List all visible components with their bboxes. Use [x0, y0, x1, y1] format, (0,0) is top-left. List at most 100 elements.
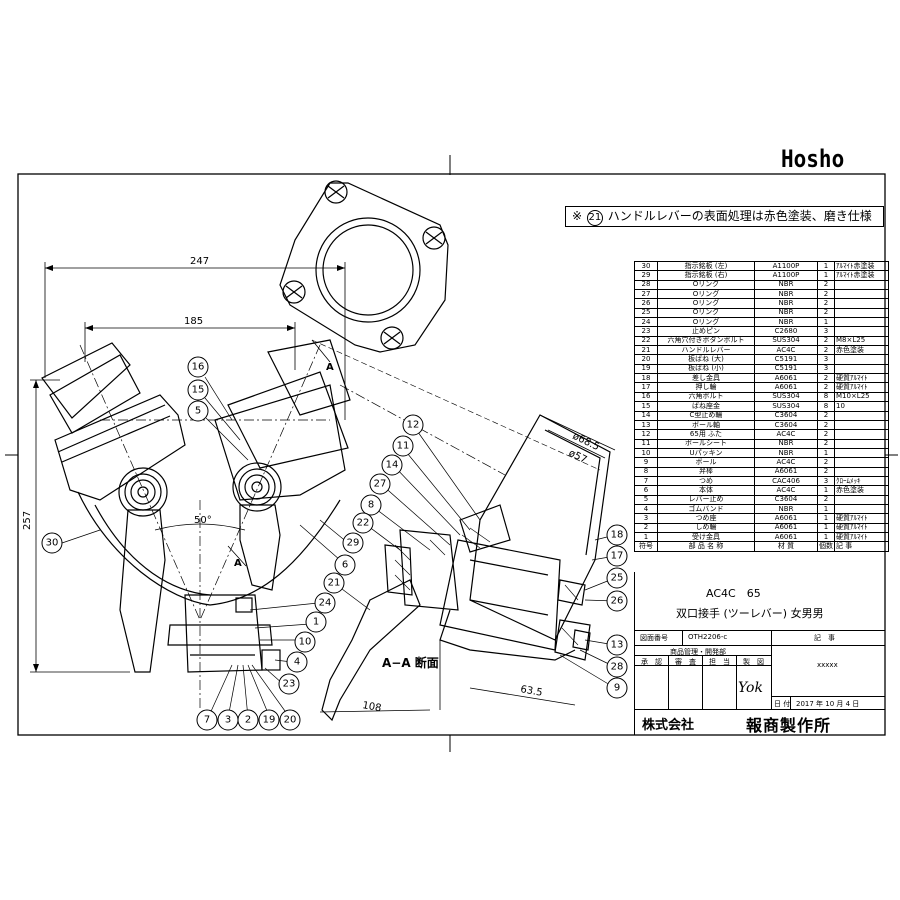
drawing-no: OTH2206-c	[688, 633, 728, 641]
parts-cell-material: AC4C	[754, 345, 818, 356]
parts-cell-material: AC4C	[754, 485, 818, 496]
parts-cell-name: 指示銘板 (左)	[657, 260, 755, 272]
parts-cell-qty: 3	[817, 354, 835, 365]
approve-label: 承 認	[641, 658, 662, 666]
parts-cell-material: AC4C	[754, 457, 818, 468]
callout-25: 25	[611, 573, 624, 584]
parts-cell-remark	[834, 457, 889, 468]
callout-9: 9	[614, 683, 620, 694]
parts-cell-name: つめ座	[657, 513, 755, 524]
dimension-lines	[30, 262, 346, 673]
parts-cell-no: 12	[634, 429, 658, 440]
parts-cell-remark: ｱﾙﾏｲﾄ赤塗装	[834, 260, 889, 272]
callout-10: 10	[299, 637, 312, 648]
parts-cell-qty: 1	[817, 317, 835, 328]
parts-cell-no: 28	[634, 279, 658, 291]
dim-257: 257	[22, 511, 33, 530]
company-name: 報商製作所	[746, 716, 832, 735]
parts-cell-name: ゴムバンド	[657, 503, 755, 515]
parts-cell-material: NBR	[754, 289, 818, 300]
parts-cell-name: 受け金具	[657, 531, 755, 543]
parts-cell-name: Uパッキン	[657, 447, 755, 459]
parts-cell-name: ばね座金	[657, 401, 755, 412]
parts-cell-material: A6061	[754, 373, 818, 384]
dim-angle-50: 50°	[194, 515, 212, 526]
parts-cell-material: NBR	[754, 503, 818, 515]
parts-cell-material: C3604	[754, 410, 818, 421]
callout-8: 8	[368, 500, 374, 511]
title-product-name: 双口接手 (ツーレバー) 女男男	[676, 607, 824, 620]
parts-cell-qty: 個数	[817, 541, 835, 552]
parts-cell-remark	[834, 503, 889, 515]
callout-4: 4	[294, 657, 300, 668]
parts-cell-material: A1100P	[754, 260, 818, 272]
parts-cell-no: 16	[634, 391, 658, 403]
section-hatching	[394, 527, 579, 646]
front-view-assembly	[41, 339, 351, 673]
callout-20: 20	[284, 715, 297, 726]
parts-cell-no: 8	[634, 466, 658, 477]
parts-cell-no: 7	[634, 475, 658, 487]
callout-6: 6	[342, 560, 348, 571]
parts-cell-qty: 2	[817, 345, 835, 356]
callout-22: 22	[357, 518, 370, 529]
parts-cell-name: つめ	[657, 475, 755, 487]
callout-2: 2	[245, 715, 251, 726]
parts-cell-material: NBR	[754, 447, 818, 459]
parts-cell-name: Oリング	[657, 307, 755, 319]
parts-cell-remark: 硬質ｱﾙﾏｲﾄ	[834, 522, 889, 533]
parts-cell-remark	[834, 307, 889, 319]
parts-cell-remark: M8×L25	[834, 335, 889, 347]
parts-cell-name: Oリング	[657, 317, 755, 328]
section-mark-a-top: A	[326, 362, 334, 373]
parts-cell-no: 17	[634, 382, 658, 393]
parts-cell-no: 21	[634, 345, 658, 356]
notes-label: 記 事	[814, 634, 835, 642]
parts-cell-name: レバー止め	[657, 494, 755, 505]
flange-outline	[279, 180, 449, 353]
callout-13: 13	[611, 640, 624, 651]
parts-cell-no: 25	[634, 307, 658, 319]
parts-cell-name: 止めピン	[657, 326, 755, 337]
callout-21: 21	[328, 578, 341, 589]
parts-cell-name: 六角ボルト	[657, 391, 755, 403]
parts-cell-no: 10	[634, 447, 658, 459]
parts-cell-qty: 8	[817, 391, 835, 403]
dim-185: 185	[184, 316, 203, 327]
parts-cell-material: A6061	[754, 522, 818, 533]
parts-cell-name: Oリング	[657, 289, 755, 300]
note-text: ハンドルレバーの表面処理は赤色塗装、磨き仕様	[607, 209, 872, 223]
parts-cell-qty: 3	[817, 363, 835, 375]
parts-cell-name: 板ばね (小)	[657, 363, 755, 375]
brand-logo: Hosho	[781, 145, 845, 173]
parts-cell-qty: 1	[817, 513, 835, 524]
parts-cell-qty: 2	[817, 373, 835, 384]
dim-63-5: 63.5	[519, 684, 543, 699]
callout-30: 30	[46, 538, 59, 549]
callout-29: 29	[347, 538, 360, 549]
parts-cell-name: ボールシート	[657, 438, 755, 449]
parts-cell-remark: 10	[834, 401, 889, 412]
parts-cell-material: A6061	[754, 466, 818, 477]
review-label: 審 査	[675, 658, 696, 666]
surface-treatment-note: ※ 21 ハンドルレバーの表面処理は赤色塗装、磨き仕様	[565, 206, 884, 227]
parts-cell-remark	[834, 326, 889, 337]
parts-cell-qty: 3	[817, 475, 835, 487]
parts-cell-no: 11	[634, 438, 658, 449]
parts-cell-name: ハンドルレバー	[657, 345, 755, 356]
parts-cell-name: 板ばね (大)	[657, 354, 755, 365]
parts-cell-remark	[834, 419, 889, 431]
